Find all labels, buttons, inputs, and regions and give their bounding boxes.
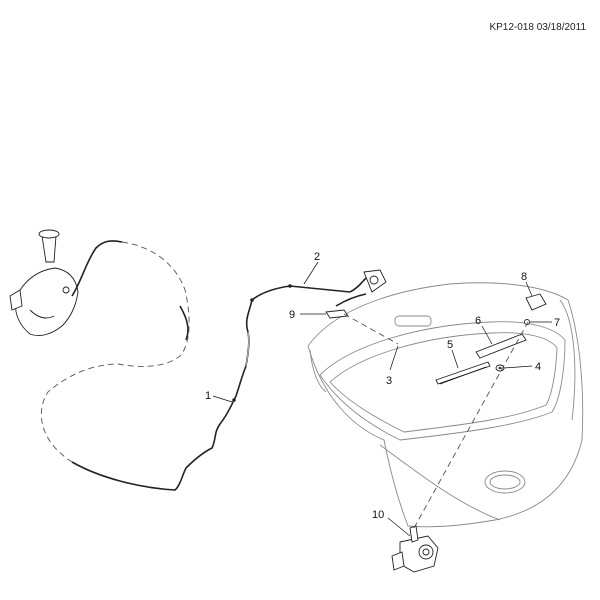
- callout-1: 1: [205, 390, 211, 402]
- callout-5: 5: [447, 339, 453, 351]
- callout-7: 7: [554, 317, 560, 329]
- wiper-arm-cap: [525, 293, 547, 311]
- leader-lines: [212, 261, 552, 537]
- hose-dashed-route: [41, 241, 190, 463]
- wiper-arm: [475, 333, 527, 359]
- callout-4: 4: [535, 361, 541, 373]
- connector-assembly: [335, 269, 387, 307]
- callout-9: 9: [289, 309, 295, 321]
- washer-hose: [71, 240, 351, 491]
- callout-6: 6: [475, 315, 481, 327]
- callout-2: 2: [314, 251, 320, 263]
- nozzle-centerline: [343, 313, 399, 345]
- document-id: KP12-018 03/18/2011: [489, 22, 586, 33]
- callout-8: 8: [521, 271, 527, 283]
- motor-shaft-centerline: [413, 321, 529, 529]
- wiper-blade: [435, 361, 491, 385]
- washer-reservoir: [9, 229, 79, 337]
- callout-10: 10: [372, 509, 384, 521]
- callout-3: 3: [386, 375, 392, 387]
- liftgate-outline: [307, 282, 584, 528]
- wiper-motor: [391, 525, 439, 573]
